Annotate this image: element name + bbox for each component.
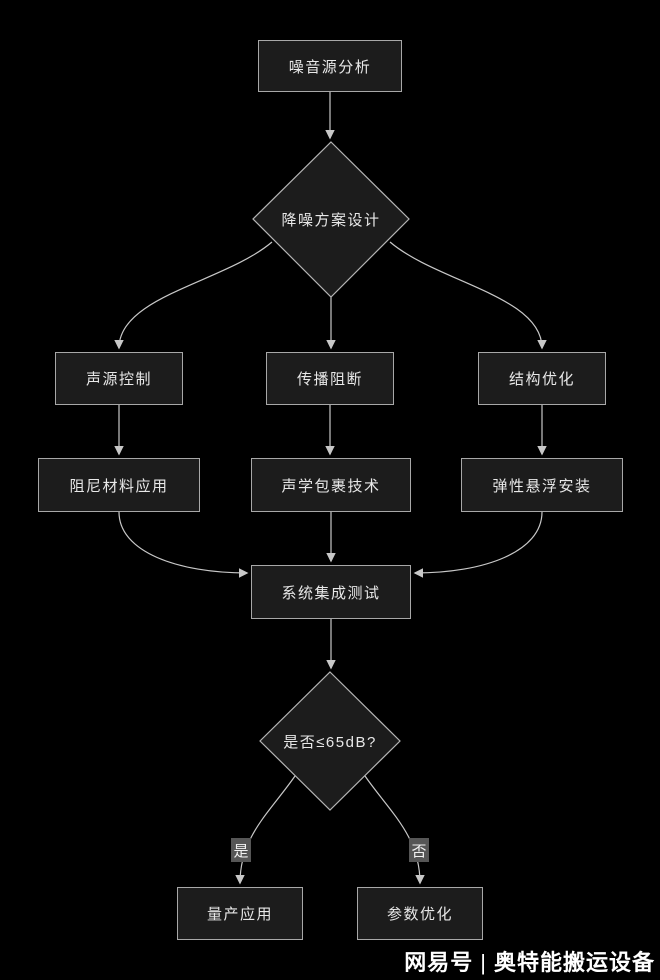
design-diamond-shape bbox=[252, 141, 410, 298]
arrow-damping-to-integration bbox=[118, 511, 249, 578]
watermark: 网易号|奥特能搬运设备 bbox=[404, 945, 655, 977]
node-propagation-block: 传播阻断 bbox=[266, 352, 394, 405]
arrow-design-to-source-control bbox=[114, 241, 273, 350]
node-label: 阻尼材料应用 bbox=[69, 477, 169, 495]
edge-label-yes: 是 bbox=[231, 838, 251, 862]
node-label: 声源控制 bbox=[85, 371, 152, 388]
node-noise-source-analysis: 噪音源分析 bbox=[258, 40, 402, 92]
arrow-decision-yes-to-mass-production bbox=[235, 775, 296, 885]
node-label: 量产应用 bbox=[206, 906, 273, 923]
node-damping-material: 阻尼材料应用 bbox=[38, 458, 200, 512]
node-acoustic-wrap: 声学包裹技术 bbox=[251, 458, 411, 512]
arrow-elastic-to-integration bbox=[413, 511, 543, 578]
node-label: 系统集成测试 bbox=[281, 584, 381, 602]
node-mass-production: 量产应用 bbox=[177, 887, 303, 940]
node-label: 声学包裹技术 bbox=[281, 477, 381, 495]
decision-diamond-shape bbox=[259, 671, 401, 811]
arrow-decision-no-to-param-opt bbox=[364, 775, 425, 885]
node-source-control: 声源控制 bbox=[55, 352, 183, 405]
watermark-brand: 网易号 bbox=[404, 950, 474, 975]
node-label: 弹性悬浮安装 bbox=[492, 477, 592, 495]
watermark-separator: | bbox=[480, 950, 487, 975]
node-label: 传播阻断 bbox=[296, 371, 363, 388]
node-elastic-mount: 弹性悬浮安装 bbox=[461, 458, 623, 512]
node-integration-test: 系统集成测试 bbox=[251, 565, 411, 619]
node-param-optimization: 参数优化 bbox=[357, 887, 483, 940]
edge-label-no: 否 bbox=[409, 838, 429, 862]
node-structure-optimization: 结构优化 bbox=[478, 352, 606, 405]
node-label: 结构优化 bbox=[508, 371, 575, 388]
arrow-design-to-structure-opt bbox=[389, 241, 547, 350]
watermark-account: 奥特能搬运设备 bbox=[493, 950, 655, 975]
node-label: 噪音源分析 bbox=[288, 58, 372, 76]
node-label: 参数优化 bbox=[386, 906, 453, 923]
